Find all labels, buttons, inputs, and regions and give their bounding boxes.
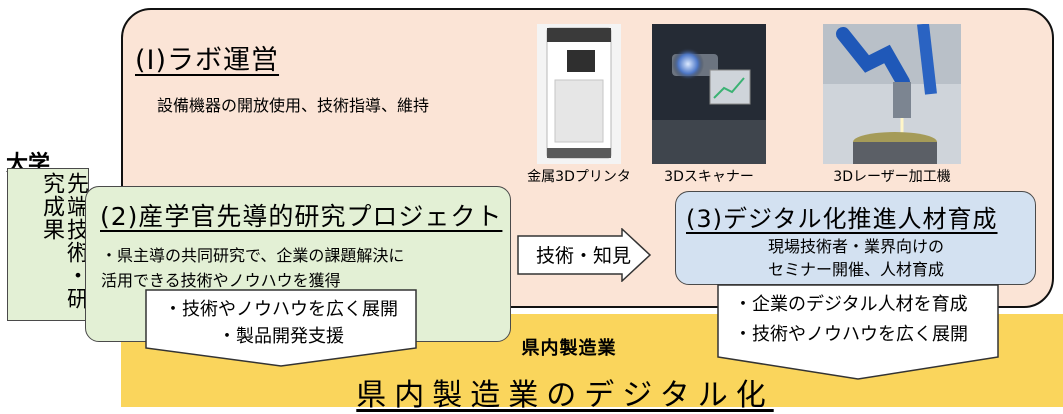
project-title: (2)産学官先導的研究プロジェクト: [100, 202, 503, 231]
project-callout-line: ・製品開発支援: [218, 326, 344, 347]
talent-callout-line: ・技術やノウハウを広く展開: [734, 324, 968, 345]
talent-title: (3)デジタル化推進人材育成: [686, 205, 998, 233]
talent-description-line: 現場技術者・業界向けの: [767, 237, 944, 256]
arrow-label: 技術・知見: [535, 245, 631, 267]
3d-laser-machine-photo: [823, 24, 961, 164]
talent-box: [675, 191, 1036, 285]
lab-title: (Ⅰ)ラボ運営: [135, 45, 280, 76]
talent-description-line: セミナー開催、人材育成: [767, 260, 944, 279]
project-description: ・県主導の共同研究で、企業の課題解決に 活用できる技術やノウハウを獲得: [101, 243, 501, 293]
3d-scanner-photo: [652, 24, 766, 164]
3d-laser-machine-caption: 3Dレーザー加工機: [833, 169, 951, 185]
talent-description: 現場技術者・業界向けの セミナー開催、人材育成: [680, 235, 1032, 281]
metal-3d-printer-photo: [537, 24, 621, 164]
right-arrow-icon: [517, 228, 652, 282]
talent-callout-line: ・企業のデジタル人材を育成: [734, 294, 968, 315]
project-callout: ・技術やノウハウを広く展開 ・製品開発支援: [148, 296, 414, 350]
project-callout-shape: [145, 289, 417, 367]
lab-description: 設備機器の開放使用、技術指導、維持: [157, 96, 430, 115]
project-description-line: ・県主導の共同研究で、企業の課題解決に: [101, 246, 405, 265]
3d-scanner-caption: 3Dスキャナー: [664, 169, 754, 185]
industry-title: 県内製造業のデジタル化: [356, 378, 774, 413]
university-results: 先端技術・研究成果: [39, 172, 88, 310]
metal-3d-printer-caption: 金属3Dプリンタ: [527, 169, 631, 185]
talent-callout: ・企業のデジタル人材を育成 ・技術やノウハウを広く展開: [722, 290, 994, 350]
project-callout-line: ・技術やノウハウを広く展開: [164, 299, 398, 320]
industry-label: 県内製造業: [521, 338, 617, 359]
project-description-line: 活用できる技術やノウハウを獲得: [101, 271, 341, 290]
talent-callout-shape: [717, 284, 999, 380]
